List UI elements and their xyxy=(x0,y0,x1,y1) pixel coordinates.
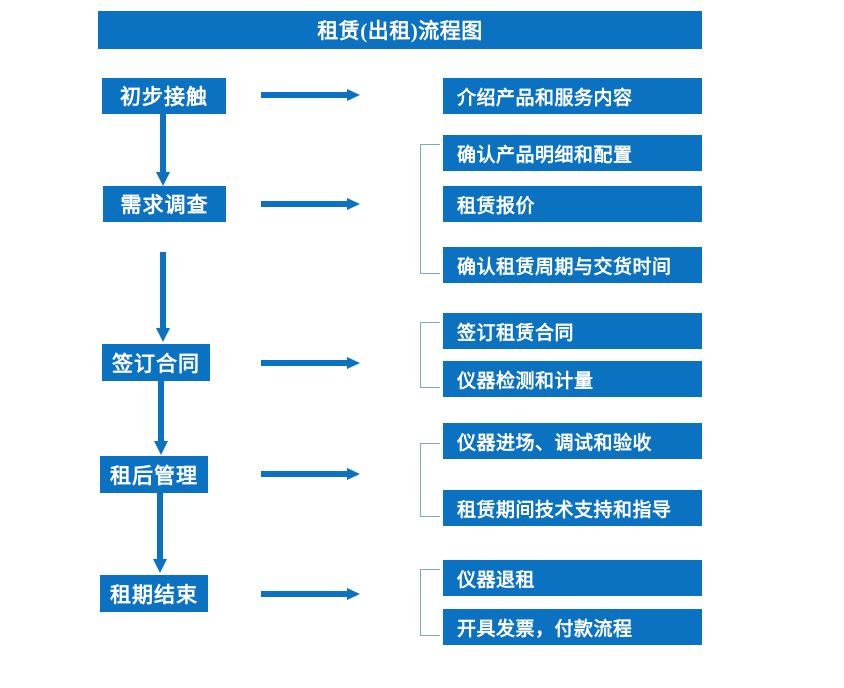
stage-box-1[interactable]: 初步接触 xyxy=(102,78,226,114)
detail-box-1[interactable]: 介绍产品和服务内容 xyxy=(443,78,702,114)
bracket-group-2 xyxy=(420,144,440,274)
horizontal-arrow-3 xyxy=(261,356,361,370)
stage-box-3[interactable]: 签订合同 xyxy=(102,344,210,381)
detail-box-7[interactable]: 仪器进场、调试和验收 xyxy=(443,423,702,459)
horizontal-arrow-1 xyxy=(261,88,361,102)
detail-box-8[interactable]: 租赁期间技术支持和指导 xyxy=(443,490,702,526)
vertical-arrow-2 xyxy=(155,222,171,346)
vertical-arrow-4 xyxy=(152,493,168,576)
detail-box-2[interactable]: 确认产品明细和配置 xyxy=(443,135,702,171)
detail-box-4[interactable]: 确认租赁周期与交货时间 xyxy=(443,247,702,283)
detail-box-5[interactable]: 签订租赁合同 xyxy=(443,313,702,349)
bracket-group-3 xyxy=(420,322,440,388)
stage-box-2[interactable]: 需求调查 xyxy=(103,186,226,222)
detail-box-10[interactable]: 开具发票，付款流程 xyxy=(443,609,702,645)
detail-box-6[interactable]: 仪器检测和计量 xyxy=(443,361,702,397)
detail-box-3[interactable]: 租赁报价 xyxy=(443,186,702,222)
vertical-arrow-3 xyxy=(153,381,169,457)
bracket-group-4 xyxy=(420,443,440,517)
vertical-arrow-1 xyxy=(155,114,171,188)
horizontal-arrow-4 xyxy=(261,467,361,481)
horizontal-arrow-2 xyxy=(261,197,361,211)
bracket-group-5 xyxy=(420,569,440,636)
detail-box-9[interactable]: 仪器退租 xyxy=(443,560,702,596)
stage-box-4[interactable]: 租后管理 xyxy=(100,456,208,493)
diagram-title: 租赁(出租)流程图 xyxy=(98,11,702,49)
stage-box-5[interactable]: 租期结束 xyxy=(100,575,208,612)
horizontal-arrow-5 xyxy=(261,587,361,601)
